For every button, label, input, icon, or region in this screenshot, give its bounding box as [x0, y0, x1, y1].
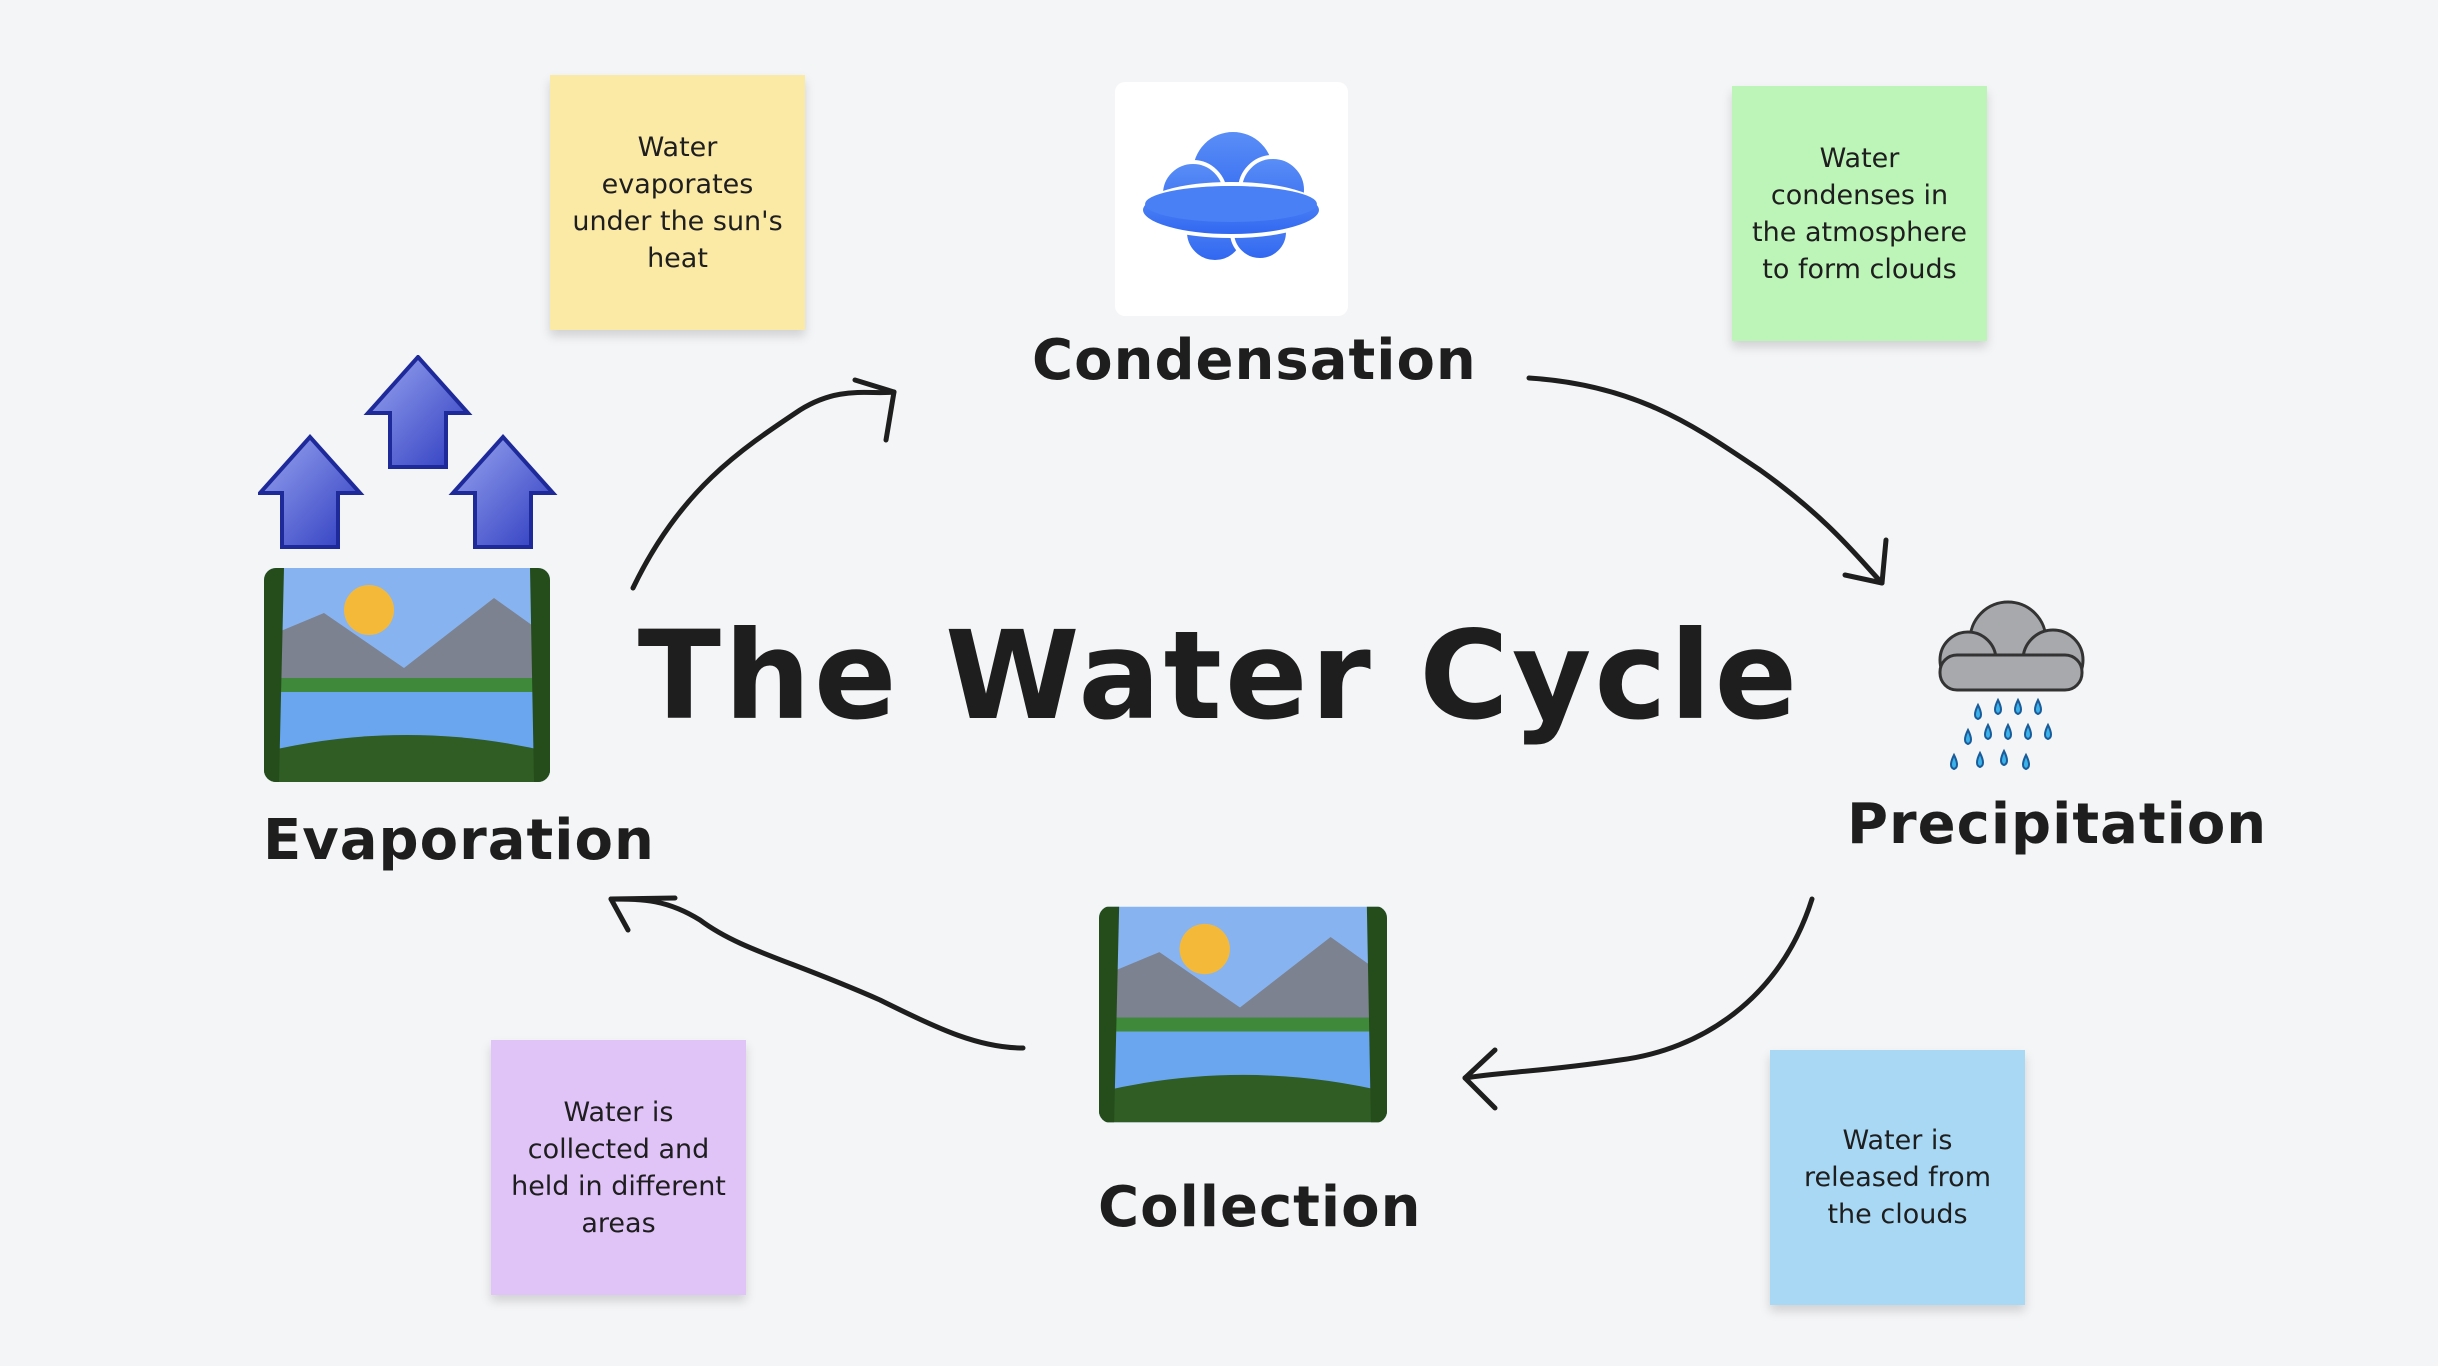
- arrow-evaporation-to-condensation: [630, 377, 897, 591]
- note-text: Water evaporates under the sun's heat: [572, 131, 783, 274]
- arrow-condensation-to-precipitation: [1526, 375, 1889, 586]
- label-evaporation: Evaporation: [263, 808, 655, 873]
- note-text: Water is collected and held in different…: [511, 1096, 726, 1239]
- note-text: Water is released from the clouds: [1803, 1125, 1991, 1230]
- cloud-icon[interactable]: [1115, 82, 1348, 316]
- arrow-precipitation-to-collection: [1462, 896, 1815, 1111]
- arrow-collection-to-evaporation: [608, 895, 1026, 1051]
- sticky-note-collection[interactable]: Water is collected and held in different…: [491, 1040, 746, 1295]
- diagram-title: The Water Cycle: [637, 605, 1801, 747]
- label-collection: Collection: [1098, 1175, 1422, 1240]
- sticky-note-evaporation[interactable]: Water evaporates under the sun's heat: [550, 75, 805, 330]
- sticky-note-condensation[interactable]: Water condenses in the atmosphere to for…: [1732, 86, 1987, 341]
- lake-landscape-evaporation[interactable]: [264, 568, 550, 782]
- sticky-note-precipitation[interactable]: Water is released from the clouds: [1770, 1050, 2025, 1305]
- up-arrows-icon: [258, 355, 558, 549]
- rain-cloud-icon: [1938, 600, 2085, 771]
- label-condensation: Condensation: [1032, 328, 1477, 393]
- label-precipitation: Precipitation: [1847, 792, 2268, 857]
- note-text: Water condenses in the atmosphere to for…: [1752, 142, 1967, 285]
- lake-landscape-icon[interactable]: [1099, 906, 1387, 1123]
